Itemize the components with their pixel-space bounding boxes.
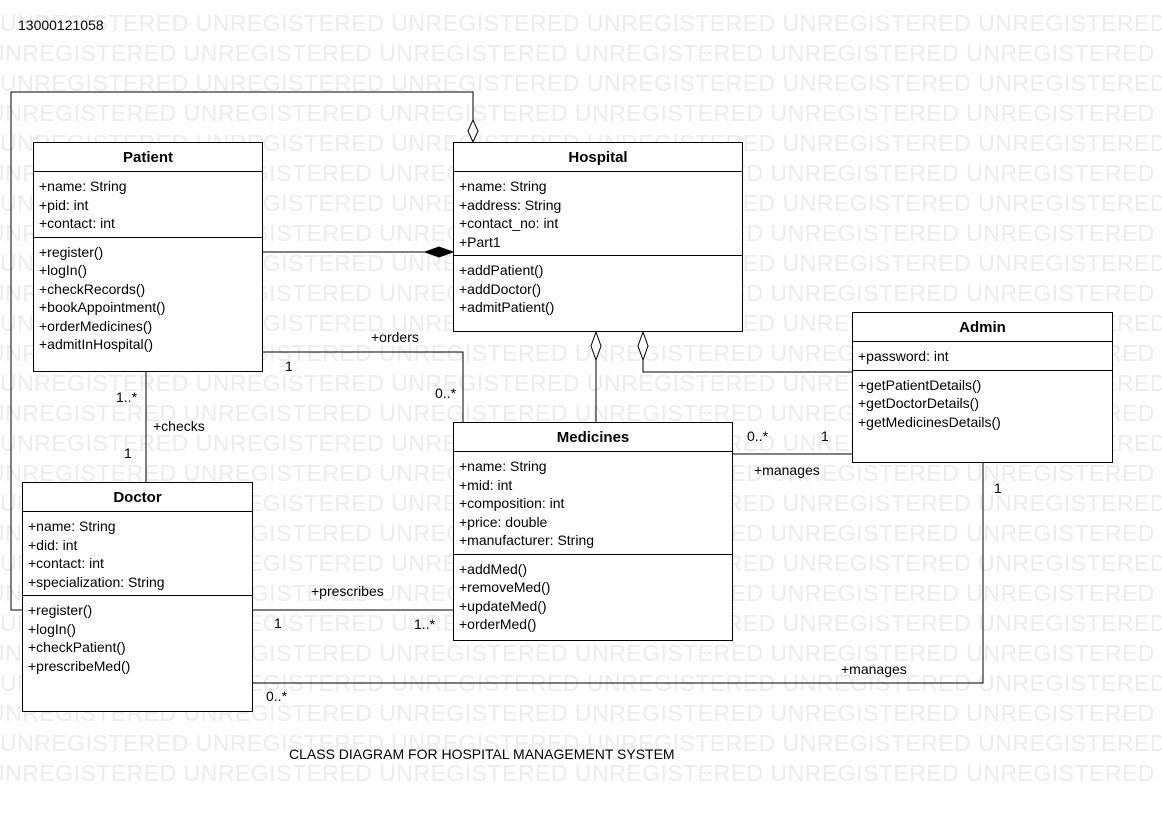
admin-hospital-diamond [637,330,649,362]
operation: +checkRecords() [39,280,146,297]
class-hospital[interactable]: Hospital +name: String +address: String … [453,142,743,332]
attribute: +contact: int [39,215,115,231]
attribute: +contact_no: int [459,215,559,231]
operation: +updateMed() [459,597,547,614]
diagram-caption: CLASS DIAGRAM FOR HOSPITAL MANAGEMENT SY… [289,746,675,762]
admin-doctor-mult-admin: 1 [994,480,1002,496]
operation: +admitInHospital() [39,336,153,352]
operation: +register() [28,602,93,618]
operation: +bookAppointment() [39,299,166,315]
admin-hospital-aggregation[interactable] [642,360,852,373]
prescribes-label: +prescribes [311,583,384,599]
class-name: Patient [34,143,262,172]
operations-section: +register() +logIn() +checkRecords() +bo… [34,236,262,358]
attribute: +did: int [28,536,78,553]
class-admin[interactable]: Admin +password: int +getPatientDetails(… [852,312,1113,463]
prescribes-mult-doctor: 1 [274,615,282,631]
attribute: +Part1 [459,233,501,250]
admin-medicines-mult-admin: 1 [821,428,829,444]
operation: +admitPatient() [459,299,555,315]
attributes-section: +password: int [853,342,1112,370]
attributes-section: +name: String +pid: int +contact: int [34,172,262,237]
attribute: +name: String [459,178,547,194]
checks-mult-patient: 1..* [116,389,138,405]
operations-section: +getPatientDetails() +getDoctorDetails()… [853,369,1112,436]
class-medicines[interactable]: Medicines +name: String +mid: int +compo… [453,422,733,641]
operation: +addPatient() [459,262,544,278]
admin-doctor-mult-doctor: 0..* [266,688,288,704]
checks-label: +checks [153,418,205,434]
operation: +addDoctor() [459,280,542,297]
operations-section: +addPatient() +addDoctor() +admitPatient… [454,255,742,321]
operation: +orderMedicines() [39,317,153,334]
operation: +checkPatient() [28,639,126,655]
operation: +orderMed() [459,616,537,632]
attribute: +pid: int [39,196,89,213]
class-name: Hospital [454,143,742,172]
doctor-hospital-diamond [467,118,479,144]
class-name: Admin [853,313,1112,342]
operation: +removeMed() [459,579,551,595]
attribute: +contact: int [28,555,104,571]
class-patient[interactable]: Patient +name: String +pid: int +contact… [33,142,263,372]
attributes-section: +name: String +did: int +contact: int +s… [23,512,252,595]
admin-medicines-label: +manages [754,462,820,478]
attribute: +address: String [459,196,562,213]
attributes-section: +name: String +mid: int +composition: in… [454,452,732,554]
orders-mult-medicines: 0..* [435,385,457,401]
class-name: Doctor [23,483,252,512]
attribute: +password: int [858,348,949,364]
prescribes-mult-medicines: 1..* [414,616,436,632]
operation: +logIn() [28,620,76,637]
attribute: +price: double [459,513,548,530]
attribute: +name: String [39,178,127,194]
operations-section: +addMed() +removeMed() +updateMed() +ord… [454,553,732,638]
operations-section: +register() +logIn() +checkPatient() +pr… [23,595,252,679]
attribute: +mid: int [459,476,513,493]
class-doctor[interactable]: Doctor +name: String +did: int +contact:… [22,482,253,712]
admin-doctor-label: +manages [841,661,907,677]
admin-doctor-association[interactable] [252,462,984,684]
operation: +getPatientDetails() [858,376,982,393]
attribute: +composition: int [459,495,565,511]
attribute: +specialization: String [28,573,165,590]
attribute: +name: String [28,518,116,534]
admin-medicines-mult-medicines: 0..* [747,428,769,444]
orders-label: +orders [371,329,419,345]
operation: +register() [39,243,104,260]
attributes-section: +name: String +address: String +contact_… [454,172,742,255]
attribute: +manufacturer: String [459,532,595,548]
operation: +logIn() [39,262,87,278]
operation: +getMedicinesDetails() [858,413,1001,430]
operation: +prescribeMed() [28,657,131,674]
orders-association[interactable] [263,351,464,423]
operation: +getDoctorDetails() [858,395,979,411]
doctor-hospital-aggregation[interactable] [10,91,474,611]
attribute: +name: String [459,458,547,474]
diagram-id: 13000121058 [18,17,104,33]
orders-mult-patient: 1 [285,358,293,374]
operation: +addMed() [459,560,528,577]
patient-hospital-diamond [423,246,455,258]
medicines-hospital-diamond [590,330,602,362]
checks-mult-doctor: 1 [124,445,132,461]
class-name: Medicines [454,423,732,452]
